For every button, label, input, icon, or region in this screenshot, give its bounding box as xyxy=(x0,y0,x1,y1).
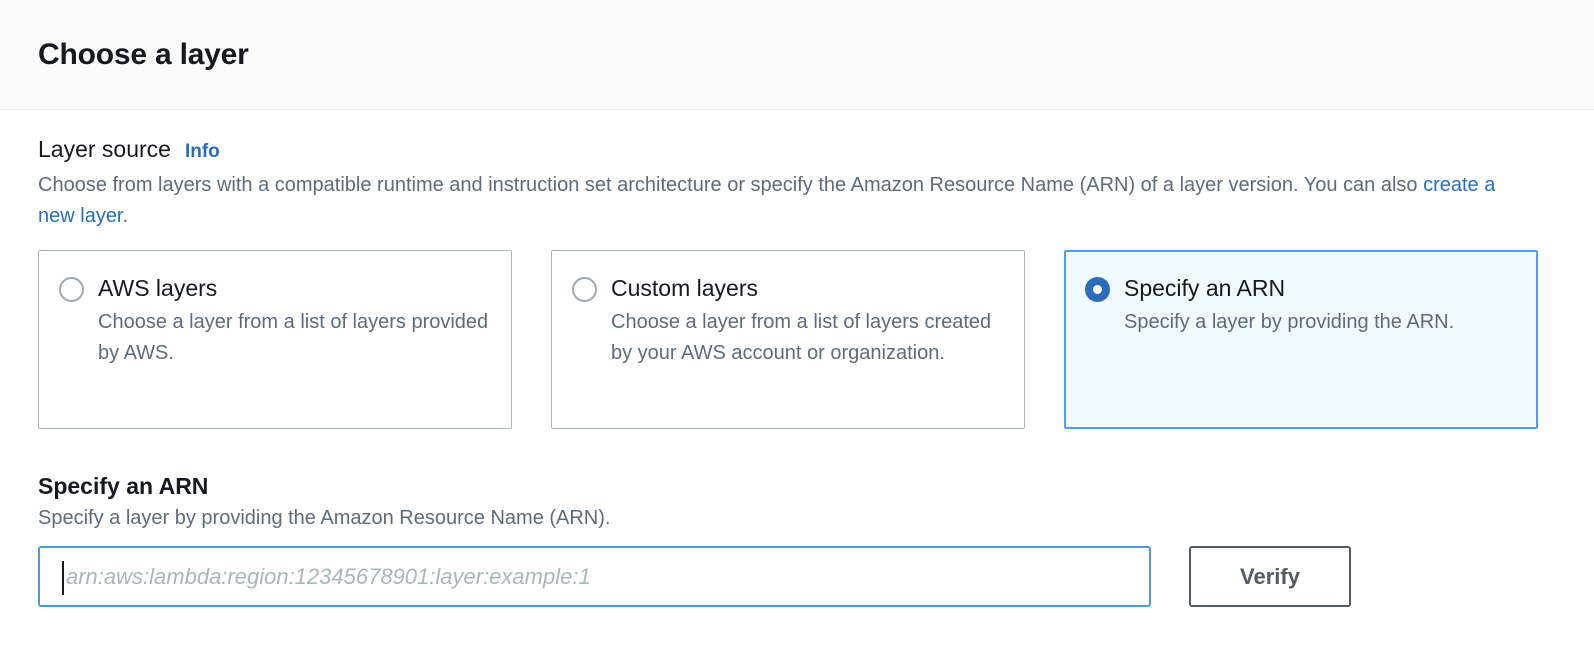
arn-input-field[interactable]: arn:aws:lambda:region:12345678901:layer:… xyxy=(38,546,1151,607)
radio-tile-specify-arn-description: Specify a layer by providing the ARN. xyxy=(1124,311,1455,333)
radio-tile-aws-layers-title: AWS layers xyxy=(98,275,218,301)
radio-icon-specify-arn-selected[interactable] xyxy=(1085,277,1110,302)
radio-tile-custom-layers-title: Custom layers xyxy=(611,275,758,301)
specify-arn-section: Specify an ARN Specify a layer by provid… xyxy=(38,473,1556,607)
radio-tile-specify-arn-text: Specify an ARN Specify a layer by provid… xyxy=(1124,273,1517,408)
radio-tile-custom-layers-text: Custom layers Choose a layer from a list… xyxy=(611,273,1004,408)
radio-tile-specify-arn-title: Specify an ARN xyxy=(1124,275,1286,301)
verify-button[interactable]: Verify xyxy=(1189,546,1351,607)
layer-source-description-text-1: Choose from layers with a compatible run… xyxy=(38,174,1424,196)
radio-icon-aws-layers[interactable] xyxy=(59,277,84,302)
radio-tile-aws-layers-description: Choose a layer from a list of layers pro… xyxy=(98,311,489,364)
page-title: Choose a layer xyxy=(38,37,249,71)
modal-header: Choose a layer xyxy=(0,0,1594,110)
radio-tile-custom-layers[interactable]: Custom layers Choose a layer from a list… xyxy=(551,250,1025,429)
text-cursor xyxy=(62,561,64,595)
arn-input-row: arn:aws:lambda:region:12345678901:layer:… xyxy=(38,546,1556,607)
layer-source-label: Layer source xyxy=(38,136,171,162)
layer-source-description: Choose from layers with a compatible run… xyxy=(38,170,1498,232)
layer-source-label-row: Layer source Info xyxy=(38,136,1556,163)
layer-source-description-text-2: . xyxy=(122,205,129,227)
radio-tile-specify-arn[interactable]: Specify an ARN Specify a layer by provid… xyxy=(1064,250,1538,429)
radio-tile-aws-layers[interactable]: AWS layers Choose a layer from a list of… xyxy=(38,250,512,429)
radio-tile-aws-layers-text: AWS layers Choose a layer from a list of… xyxy=(98,273,491,408)
radio-tile-custom-layers-description: Choose a layer from a list of layers cre… xyxy=(611,311,992,364)
arn-input-placeholder: arn:aws:lambda:region:12345678901:layer:… xyxy=(66,563,591,589)
radio-icon-custom-layers[interactable] xyxy=(572,277,597,302)
specify-arn-description: Specify a layer by providing the Amazon … xyxy=(38,507,611,529)
create-new-layer-link[interactable]: create a new layer xyxy=(38,174,1496,227)
modal-body: Layer source Info Choose from layers wit… xyxy=(0,110,1594,607)
info-link[interactable]: Info xyxy=(184,141,220,162)
specify-arn-heading: Specify an ARN xyxy=(38,473,209,499)
layer-source-radio-group: AWS layers Choose a layer from a list of… xyxy=(38,250,1556,429)
